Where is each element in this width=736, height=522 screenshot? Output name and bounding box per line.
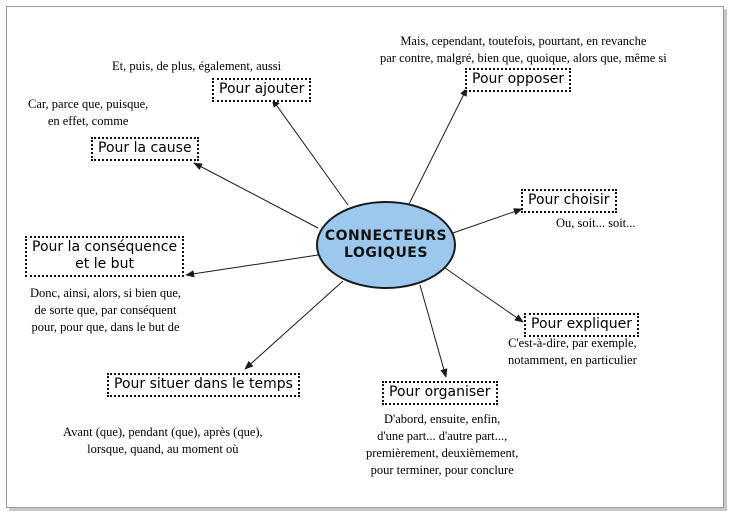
examples-cause: Car, parce que, puisque, en effet, comme (28, 96, 148, 130)
label-pour-choisir: Pour choisir (528, 192, 610, 208)
box-pour-choisir: Pour choisir (521, 189, 617, 213)
examples-organiser-line: D'abord, ensuite, enfin, (383, 412, 501, 426)
box-pour-la-consequence: Pour la conséquence et le but (25, 236, 185, 277)
box-pour-la-cause: Pour la cause (91, 137, 199, 161)
arrow-choisir (449, 208, 523, 235)
arrow-expliquer (444, 267, 524, 323)
examples-opposer-line: par contre, malgré, bien que, quoique, a… (380, 51, 667, 65)
examples-choisir: Ou, soit... soit... (556, 215, 636, 232)
arrow-opposer (407, 87, 468, 207)
box-pour-situer-dans-le-temps: Pour situer dans le temps (107, 373, 300, 397)
examples-opposer: Mais, cependant, toutefois, pourtant, en… (380, 33, 667, 67)
label-pour-expliquer: Pour expliquer (531, 316, 633, 332)
examples-consequence-line: de sorte que, par conséquent (34, 303, 177, 317)
examples-consequence-line: pour, pour que, dans le but de (31, 320, 180, 334)
arrow-ajouter (271, 98, 349, 206)
box-pour-ajouter: Pour ajouter (212, 78, 312, 102)
examples-opposer-line: Mais, cependant, toutefois, pourtant, en… (400, 34, 647, 48)
center-title-line1: CONNECTEURS (324, 228, 448, 244)
examples-cause-line: Car, parce que, puisque, (28, 97, 149, 111)
examples-ajouter-line: Et, puis, de plus, également, aussi (112, 59, 282, 73)
label-pour-organiser: Pour organiser (389, 384, 491, 400)
examples-organiser-line: d'une part... d'autre part..., (377, 429, 508, 443)
examples-expliquer: C'est-à-dire, par exemple, notamment, en… (508, 335, 637, 369)
examples-temps-line: lorsque, quand, au moment où (87, 442, 239, 456)
examples-temps-line: Avant (que), pendant (que), après (que), (63, 425, 263, 439)
box-pour-opposer: Pour opposer (465, 68, 572, 92)
arrow-cause (193, 162, 319, 229)
examples-choisir-line: Ou, soit... soit... (556, 216, 636, 230)
label-pour-opposer: Pour opposer (472, 71, 565, 87)
label-pour-ajouter: Pour ajouter (219, 81, 305, 97)
label-pour-la-cause: Pour la cause (98, 140, 192, 156)
label-pour-la-consequence-line1: Pour la conséquence (32, 239, 178, 255)
center-title-line2: LOGIQUES (344, 245, 428, 261)
arrow-consequence (185, 254, 319, 278)
label-pour-la-consequence-line2: et le but (75, 256, 134, 272)
examples-ajouter: Et, puis, de plus, également, aussi (112, 58, 281, 75)
center-node-connecteurs-logiques: CONNECTEURS LOGIQUES (316, 201, 456, 289)
examples-temps: Avant (que), pendant (que), après (que),… (63, 424, 263, 458)
examples-consequence-line: Donc, ainsi, alors, si bien que, (30, 286, 182, 300)
label-pour-situer-dans-le-temps: Pour situer dans le temps (114, 376, 293, 392)
examples-organiser-line: pour terminer, pour conclure (370, 463, 514, 477)
examples-expliquer-line: notamment, en particulier (508, 353, 637, 367)
box-pour-expliquer: Pour expliquer (524, 313, 640, 337)
examples-consequence: Donc, ainsi, alors, si bien que, de sort… (30, 285, 181, 336)
examples-organiser-line: premièrement, deuxièmement, (366, 446, 519, 460)
arrow-temps (244, 280, 344, 370)
arrow-organiser (419, 284, 448, 378)
examples-organiser: D'abord, ensuite, enfin, d'une part... d… (366, 411, 518, 479)
examples-cause-line: en effet, comme (47, 114, 129, 128)
examples-expliquer-line: C'est-à-dire, par exemple, (508, 336, 637, 350)
box-pour-organiser: Pour organiser (382, 381, 498, 405)
